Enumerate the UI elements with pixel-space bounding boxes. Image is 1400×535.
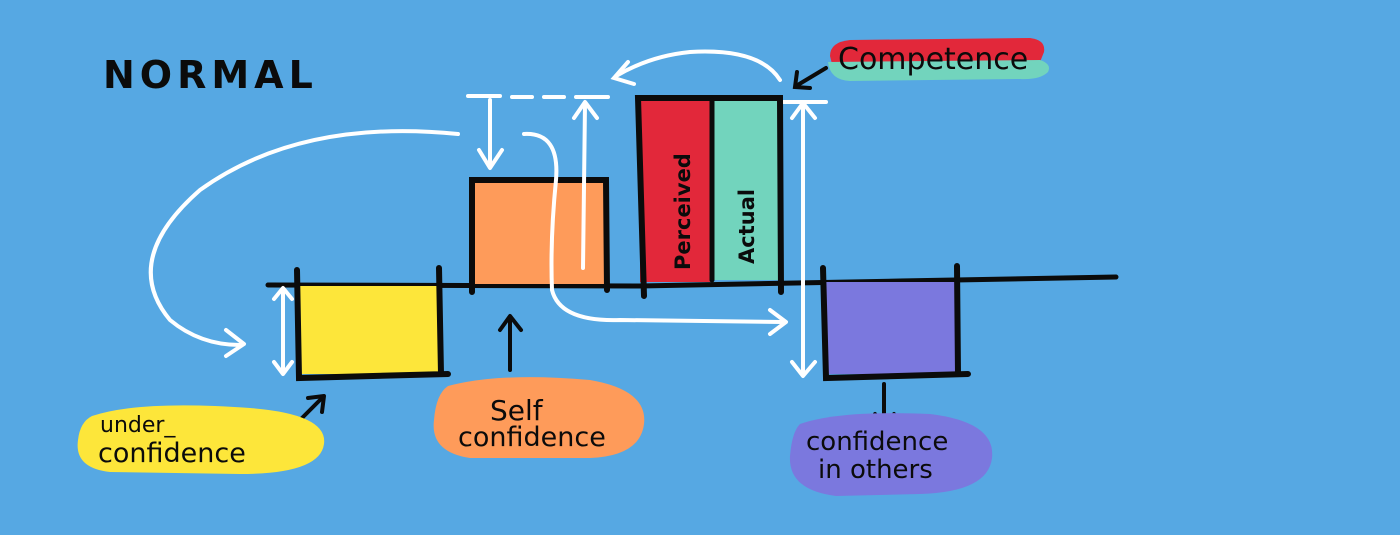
baseline bbox=[265, 274, 1119, 289]
self-confidence-bar bbox=[469, 177, 610, 295]
confidence-in-others-label: confidence in others bbox=[789, 413, 993, 496]
diagram-title: NORMAL bbox=[103, 53, 318, 97]
underconfidence-text-line2: confidence bbox=[98, 438, 246, 469]
perceived-label: Perceived bbox=[671, 153, 695, 270]
self-confidence-label: Self confidence bbox=[433, 377, 645, 458]
self-confidence-text-line1: Self bbox=[490, 394, 544, 427]
self-confidence-text-line2: confidence bbox=[458, 422, 606, 453]
competence-highlight-teal bbox=[828, 60, 1049, 81]
perceived-bar bbox=[640, 100, 712, 282]
underconfidence-bar bbox=[294, 265, 451, 382]
confidence-in-others-text-line1: confidence bbox=[806, 427, 948, 457]
self-to-underconfidence-arrowhead bbox=[224, 328, 246, 358]
competence-highlight-red bbox=[830, 38, 1045, 64]
confidence-in-others-text-line2: in others bbox=[818, 455, 933, 485]
self-confidence-gap-arrow bbox=[581, 102, 587, 270]
competence-to-self-arrow bbox=[610, 49, 782, 86]
underconfidence-label: under_ confidence bbox=[77, 405, 325, 474]
self-to-others-arrow bbox=[522, 131, 784, 324]
competence-text: Competence bbox=[838, 42, 1028, 77]
underconfidence-text-line1: under_ bbox=[100, 413, 176, 438]
self-to-underconfidence-arrow bbox=[148, 129, 460, 347]
competence-label: Competence bbox=[828, 38, 1049, 81]
actual-label: Actual bbox=[735, 189, 759, 264]
competence-pointer-arrow bbox=[792, 66, 828, 90]
actual-bar bbox=[712, 100, 778, 280]
confidence-in-others-bar bbox=[820, 263, 971, 382]
competence-bars: Perceived Actual bbox=[634, 95, 784, 299]
